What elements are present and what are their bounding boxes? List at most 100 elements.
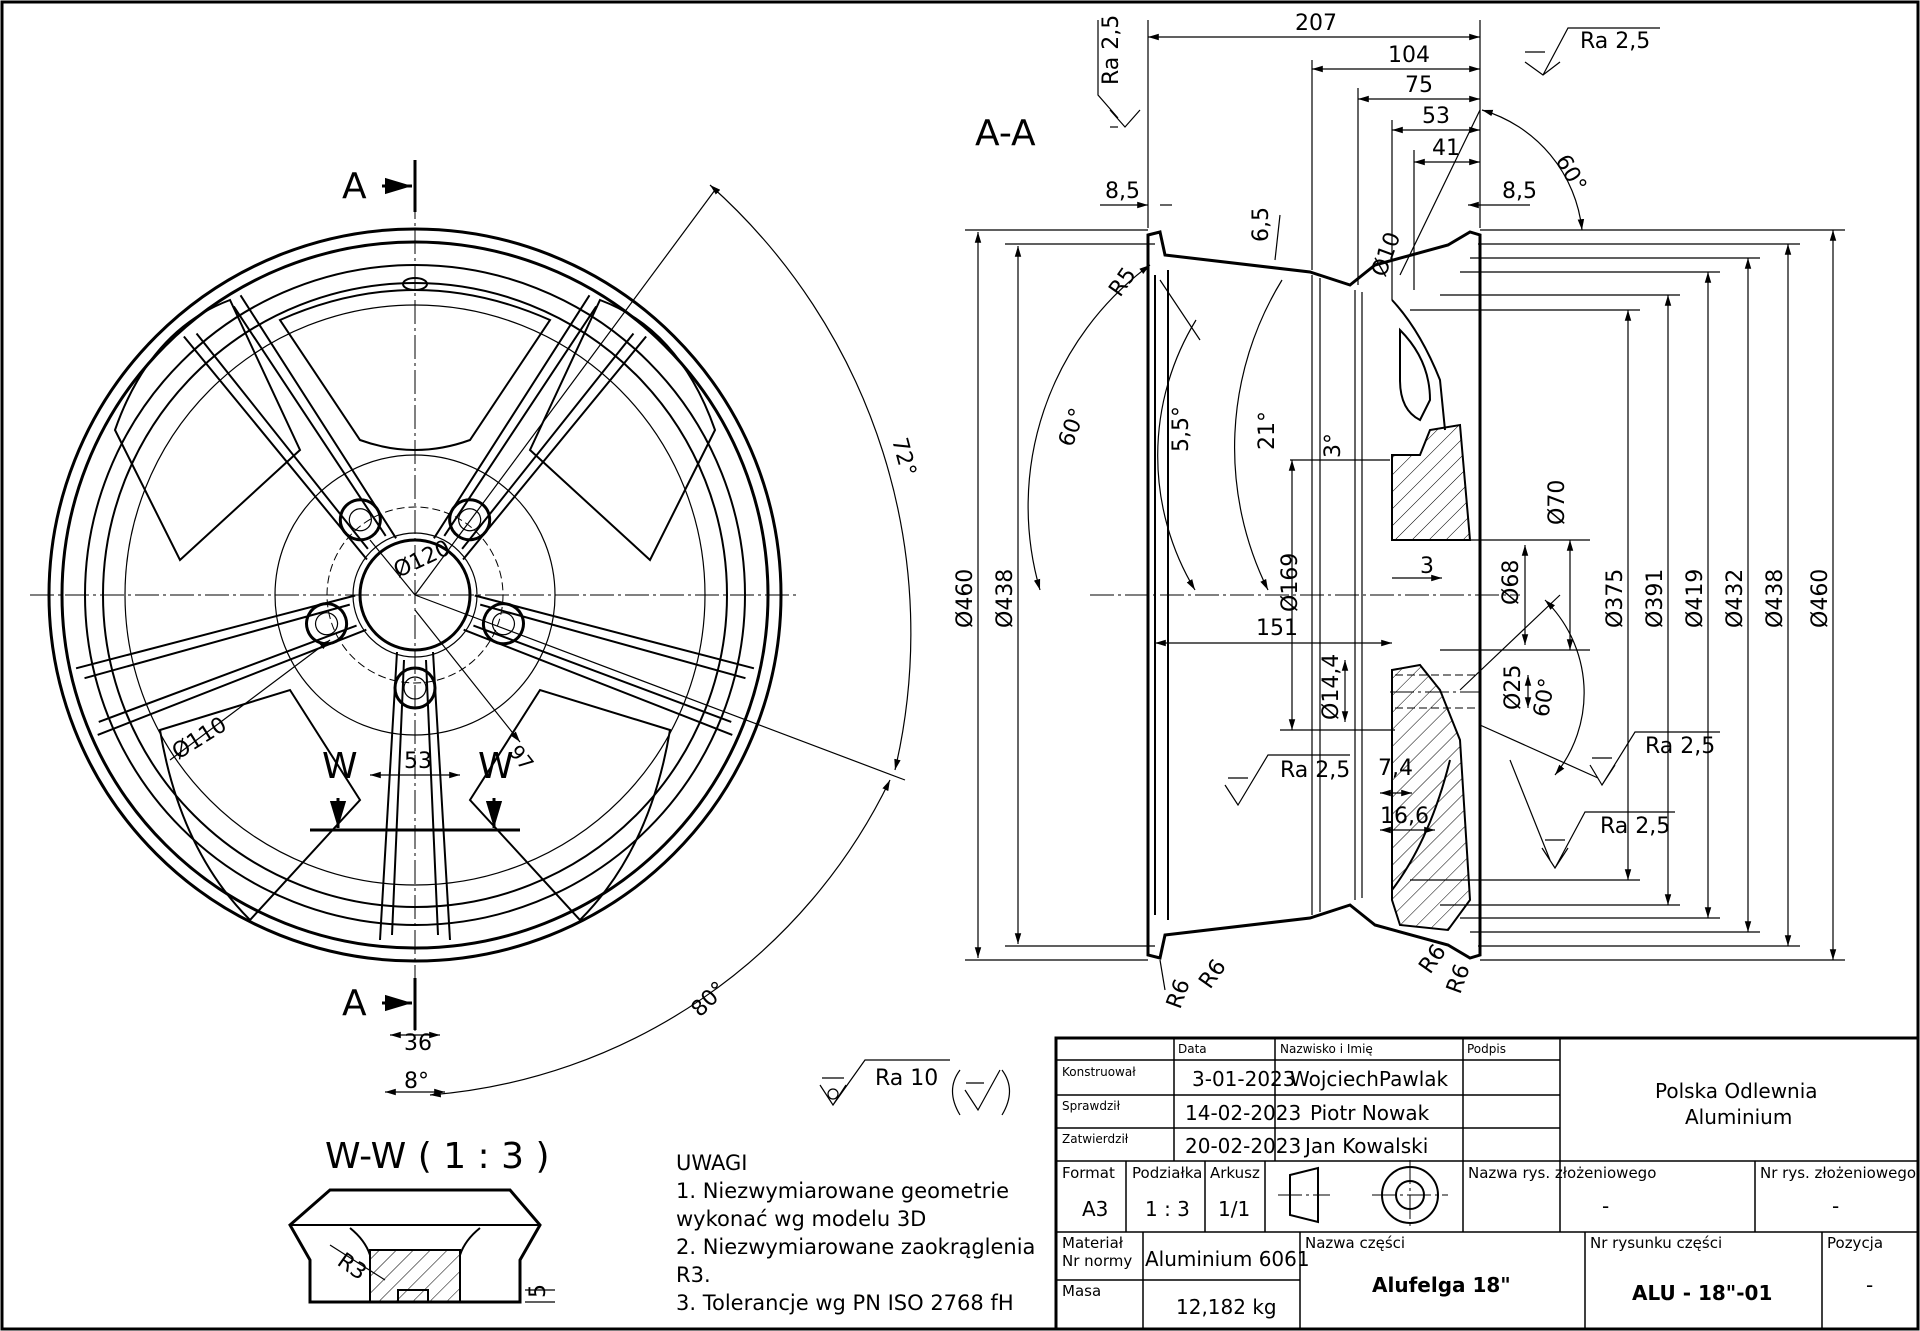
dim-r5: R5 <box>1104 263 1141 301</box>
dim-d70: Ø70 <box>1545 480 1570 525</box>
dim-d25: Ø25 <box>1501 665 1526 710</box>
dim-74: 7,4 <box>1378 756 1413 781</box>
dim-r6-d: R6 <box>1442 961 1476 997</box>
dim-d169: Ø169 <box>1278 553 1303 612</box>
roughness-low-right: Ra 2,5 <box>1509 759 1675 870</box>
dim-72deg: 72° <box>886 435 920 479</box>
tb-format: A3 <box>1082 1197 1108 1221</box>
note-line-2: wykonać wg modelu 3D <box>676 1207 926 1231</box>
dim-d144: Ø14,4 <box>1319 654 1344 720</box>
ra-mid-right: Ra 2,5 <box>1645 734 1715 759</box>
dim-60-top: 60° <box>1550 151 1591 197</box>
note-line-1: 1. Niezwymiarowane geometrie <box>676 1179 1009 1203</box>
tb-assembly-name-label: Nazwa rys. złożeniowego <box>1468 1164 1656 1182</box>
detail-view-ww: W-W ( 1 : 3 ) R3 5 <box>288 1136 555 1304</box>
dim-r6-a: R6 <box>1162 976 1196 1012</box>
tb-date-1: 3-01-2023 <box>1192 1067 1296 1091</box>
dim-80deg: 80° <box>687 977 732 1022</box>
section-view: A-A 207 104 75 53 41 <box>953 11 1845 1012</box>
right-diameters: Ø375 Ø391 Ø419 Ø432 Ø438 Ø460 <box>1410 229 1845 961</box>
dim-hole: Ø110 <box>168 712 232 765</box>
roughness-left: Ra 2,5 <box>1224 754 1350 807</box>
dim-151: 151 <box>1256 616 1298 641</box>
section-mark-top: A <box>342 166 367 207</box>
projection-symbol-icon <box>1278 1160 1448 1230</box>
cut-mark-w-left: W <box>322 746 358 787</box>
tb-norm-label: Nr normy <box>1062 1252 1132 1270</box>
dim-75: 75 <box>1405 73 1433 98</box>
dim-65: 6,5 <box>1249 207 1274 242</box>
tb-date-3: 20-02-2023 <box>1185 1134 1301 1158</box>
dim-d68: Ø68 <box>1499 560 1524 605</box>
dim-207: 207 <box>1295 11 1337 36</box>
dim-d419: Ø419 <box>1683 569 1708 628</box>
dim-d438-left: Ø438 <box>993 569 1018 628</box>
tb-date-2: 14-02-2023 <box>1185 1101 1301 1125</box>
tb-sheet-label: Arkusz <box>1210 1164 1260 1182</box>
tb-mass-label: Masa <box>1062 1282 1101 1300</box>
tb-part-name: Alufelga 18" <box>1372 1273 1511 1297</box>
dim-60-left: 60° <box>1054 405 1091 450</box>
ra-low-right: Ra 2,5 <box>1600 814 1670 839</box>
dim-d391: Ø391 <box>1643 569 1668 628</box>
dim-41: 41 <box>1432 136 1460 161</box>
tb-role-3: Zatwierdził <box>1062 1132 1129 1146</box>
tb-part-no-label: Nr rysunku części <box>1590 1234 1722 1252</box>
tb-name-2: Piotr Nowak <box>1310 1101 1430 1125</box>
ra-left: Ra 2,5 <box>1280 758 1350 783</box>
notes-title: UWAGI <box>676 1151 747 1175</box>
tb-scale: 1 : 3 <box>1145 1197 1190 1221</box>
tb-company-2: Aluminium <box>1685 1105 1792 1129</box>
tb-material: Aluminium 6061 <box>1145 1247 1310 1271</box>
dim-8deg: 8° <box>404 1069 429 1094</box>
dim-r6-b: R6 <box>1194 955 1231 993</box>
ra-top-right: Ra 2,5 <box>1580 29 1650 54</box>
tb-assembly-name: - <box>1602 1194 1609 1218</box>
dim-55deg: 5,5° <box>1169 406 1194 452</box>
tb-header-sign: Podpis <box>1467 1042 1506 1056</box>
tb-sheet: 1/1 <box>1218 1197 1250 1221</box>
tb-assembly-no: - <box>1832 1194 1839 1218</box>
roughness-general: Ra 10 <box>819 1059 1011 1116</box>
dim-d438-right: Ø438 <box>1763 569 1788 628</box>
tb-assembly-no-label: Nr rys. złożeniowego <box>1760 1164 1916 1182</box>
tb-name-1: WojciechPawlak <box>1290 1067 1449 1091</box>
spokes <box>75 294 755 941</box>
dim-d432: Ø432 <box>1723 569 1748 628</box>
tb-scale-label: Podziałka <box>1132 1164 1202 1182</box>
roughness-mid-right: Ra 2,5 <box>1479 724 1720 787</box>
tb-role-2: Sprawdził <box>1062 1099 1121 1113</box>
detail-d5: 5 <box>526 1284 551 1298</box>
dim-21deg: 21° <box>1255 411 1280 450</box>
dim-d460-left: Ø460 <box>953 569 978 628</box>
tb-header-name: Nazwisko i Imię <box>1280 1042 1373 1056</box>
tb-part-name-label: Nazwa części <box>1305 1234 1405 1252</box>
tb-material-label: Materiał <box>1062 1234 1124 1252</box>
section-title: A-A <box>975 113 1036 154</box>
dim-d10: Ø10 <box>1367 229 1406 280</box>
notes: UWAGI 1. Niezwymiarowane geometrie wykon… <box>676 1151 1035 1315</box>
dim-d460-right: Ø460 <box>1808 569 1833 628</box>
roughness-top-left: Ra 2,5 <box>1097 15 1141 128</box>
tb-company-1: Polska Odlewnia <box>1655 1079 1818 1103</box>
dim-3deg: 3° <box>1321 433 1346 458</box>
detail-r3: R3 <box>333 1248 371 1285</box>
dim-85-left: 8,5 <box>1105 179 1140 204</box>
dim-36: 36 <box>404 1031 432 1056</box>
tb-mass: 12,182 kg <box>1176 1295 1277 1319</box>
dim-3: 3 <box>1420 554 1434 579</box>
detail-title: W-W ( 1 : 3 ) <box>325 1136 550 1177</box>
section-mark-bottom: A <box>342 983 367 1024</box>
dim-85-right: 8,5 <box>1502 179 1537 204</box>
tb-role-1: Konstruował <box>1062 1065 1136 1079</box>
tb-name-3: Jan Kowalski <box>1303 1134 1428 1158</box>
tb-header-date: Data <box>1178 1042 1207 1056</box>
tb-position: - <box>1866 1273 1873 1297</box>
dim-104: 104 <box>1388 43 1430 68</box>
dim-166: 16,6 <box>1380 804 1429 829</box>
dim-53: 53 <box>404 749 432 774</box>
note-line-3: 2. Niezwymiarowane zaokrąglenia <box>676 1235 1035 1259</box>
tb-part-no: ALU - 18"-01 <box>1632 1281 1772 1305</box>
